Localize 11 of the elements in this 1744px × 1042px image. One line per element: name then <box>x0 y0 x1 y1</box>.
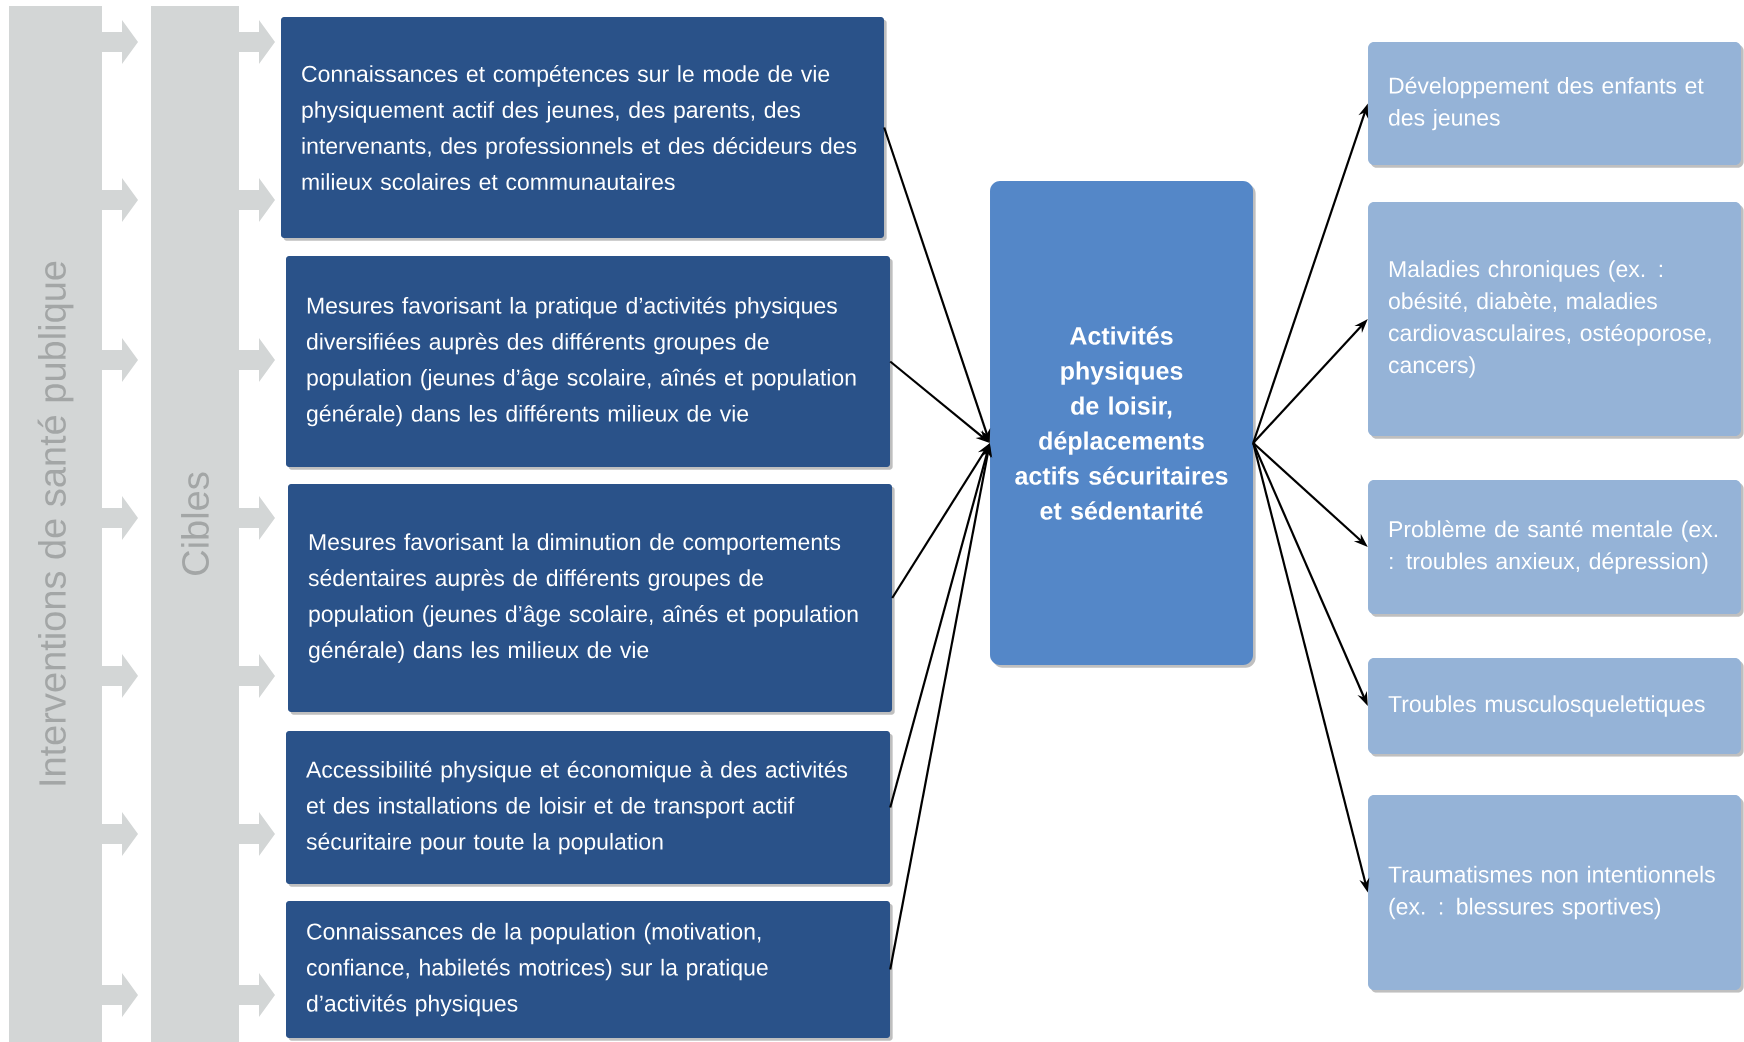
cause-box: Mesures favorisant la pratique d’activités physiques diversifiées auprès des différents groupes de population (jeunes d’âge scolaire, aînés et population générale) dans les différents milieux de vie <box>286 256 893 470</box>
central-box: Activités physiques de loisir, déplacements actifs sécuritaires et sédentarité <box>990 181 1256 668</box>
cause-box: Connaissances de la population (motivation, confiance, habiletés motrices) sur la pratique d’activités physiques <box>286 901 893 1041</box>
cause-box: Mesures favorisant la diminution de comportements sédentaires auprès de différents groupes de population (jeunes d’âge scolaire, aînés et population générale) dans les milieux de vie <box>288 484 895 715</box>
effect-box: Développement des enfants et des jeunes <box>1368 42 1744 168</box>
effect-box: Maladies chroniques (ex. : obésité, diabète, maladies cardiovasculaires, ostéoporose, cancers) <box>1368 202 1744 439</box>
effect-box: Traumatismes non intentionnels (ex. : blessures sportives) <box>1368 795 1744 993</box>
effect-box: Troubles musculosquelettiques <box>1368 658 1744 757</box>
cause-box: Accessibilité physique et économique à des activités et des installations de loisir et de transport actif sécuritaire pour toute la population <box>286 731 893 887</box>
cause-box: Connaissances et compétences sur le mode de vie physiquement actif des jeunes, des parents, des intervenants, des professionnels et des décideurs des milieux scolaires et communautaires <box>281 17 887 241</box>
effect-box: Problème de santé mentale (ex. : troubles anxieux, dépression) <box>1368 480 1744 617</box>
